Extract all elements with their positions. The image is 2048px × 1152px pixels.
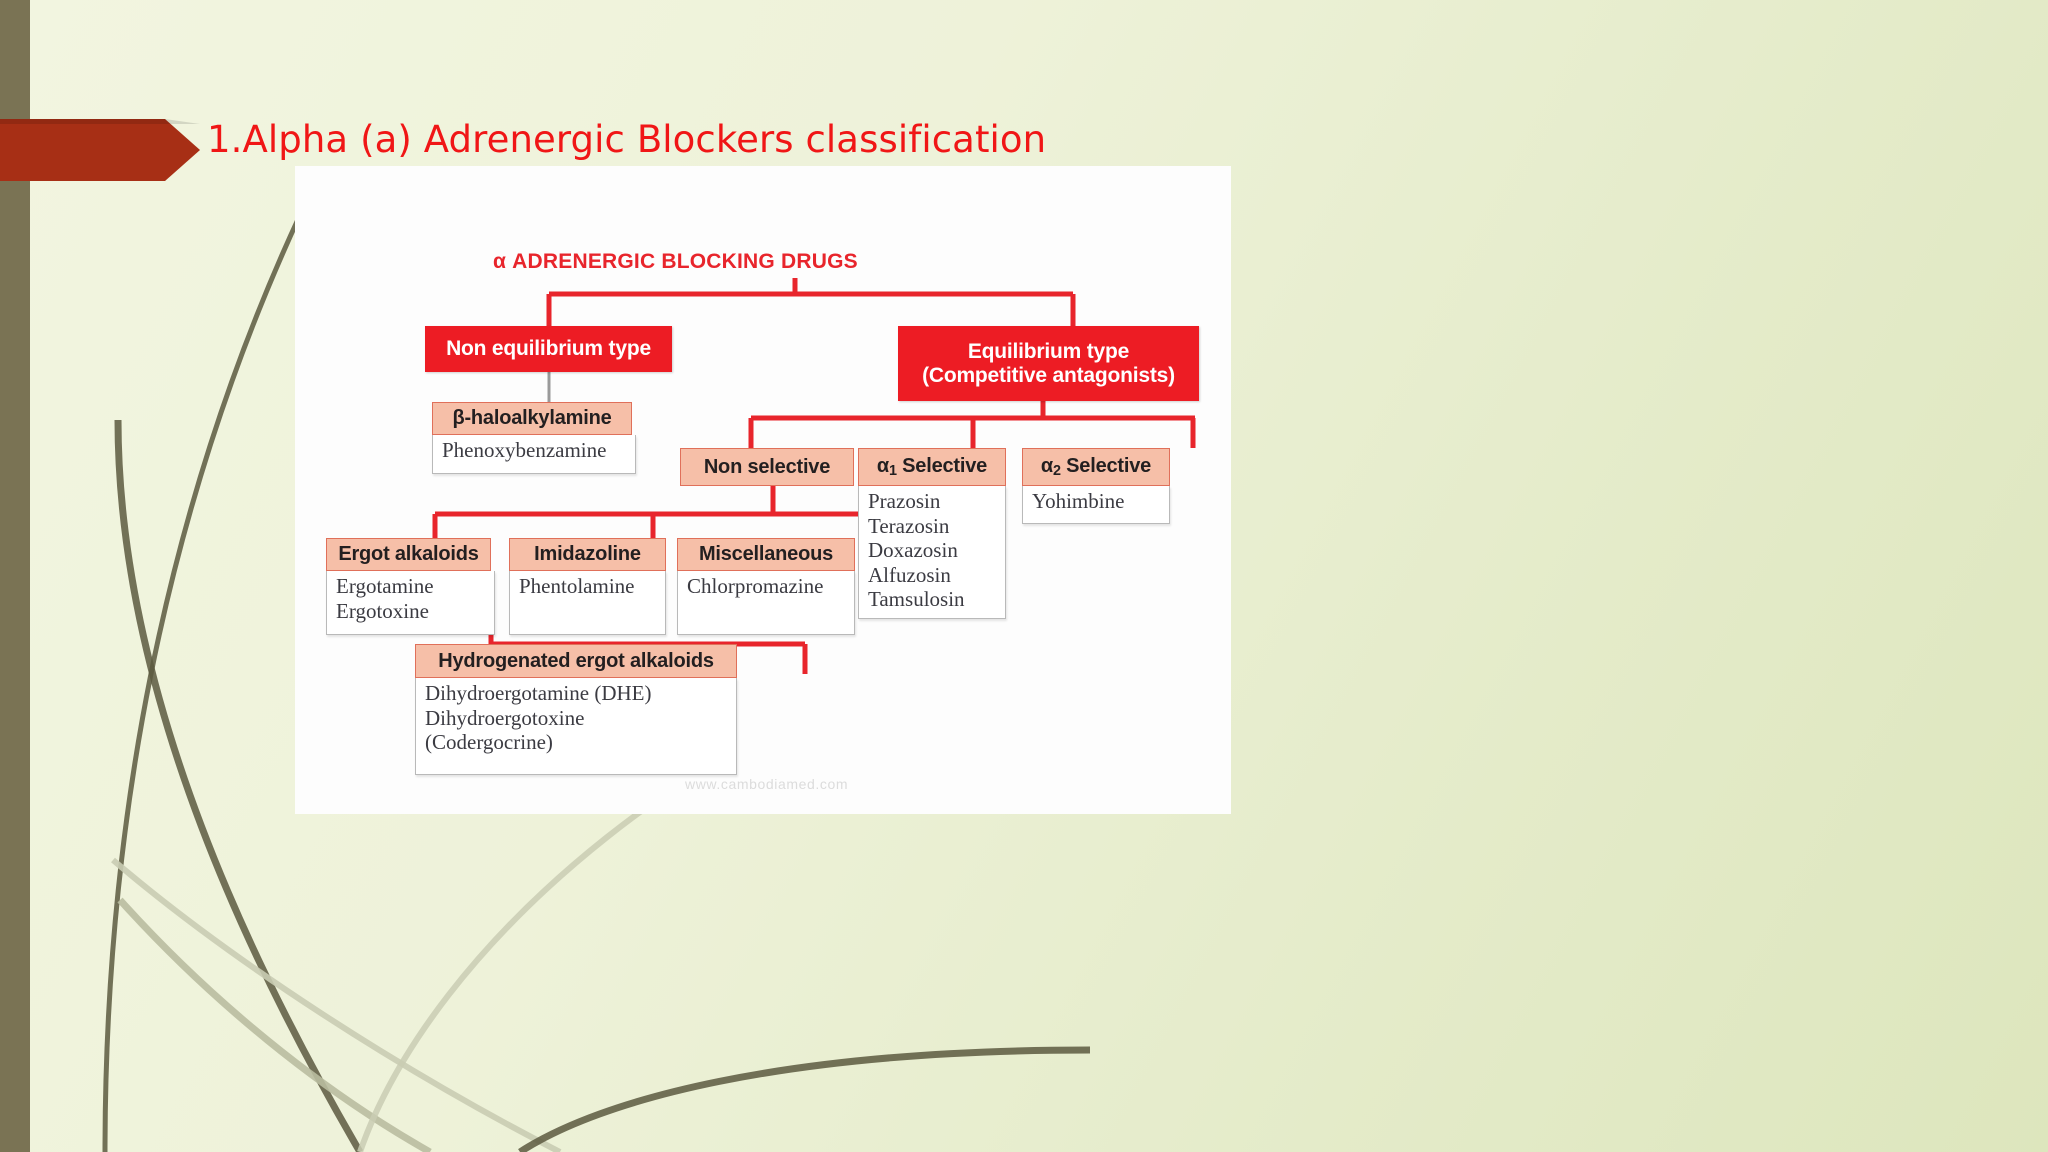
node-haloalkylamine-header: β-haloalkylamine <box>432 402 632 435</box>
title-banner-shadow <box>0 119 200 124</box>
list-item: Phentolamine <box>519 574 635 598</box>
node-imidazoline-header-label: Imidazoline <box>534 543 641 565</box>
page-title: 1.Alpha (a) Adrenergic Blockers classifi… <box>207 118 1047 161</box>
list-item: Dihydroergotoxine <box>425 705 585 730</box>
node-non-selective-header-label: Non selective <box>703 455 831 478</box>
node-alpha1-selective-body: Prazosin Terazosin Doxazosin Alfuzosin T… <box>858 486 1006 619</box>
node-equilibrium-type-line2: (Competitive antagonists) <box>922 363 1175 387</box>
list-item: Chlorpromazine <box>687 574 824 598</box>
node-imidazoline-header: Imidazoline <box>509 538 666 571</box>
node-equilibrium-type: Equilibrium type (Competitive antagonist… <box>898 326 1199 401</box>
node-miscellaneous-header-label: Miscellaneous <box>698 543 834 565</box>
node-hydrogenated-ergot-header: Hydrogenated ergot alkaloids <box>415 644 737 678</box>
node-imidazoline-body: Phentolamine <box>509 571 666 635</box>
list-item: Terazosin <box>868 513 950 538</box>
node-ergot-alkaloids-header-label: Ergot alkaloids <box>338 543 479 565</box>
list-item: Ergotamine <box>336 574 434 598</box>
node-miscellaneous-body: Chlorpromazine <box>677 571 855 635</box>
selective-text: Selective <box>896 454 988 477</box>
node-alpha2-selective-header-label: α2 Selective <box>1041 455 1151 479</box>
alpha-glyph: α <box>876 454 889 477</box>
node-alpha1-selective-header: α1 Selective <box>858 448 1006 486</box>
node-non-equilibrium-type: Non equilibrium type <box>425 326 672 372</box>
alpha-subscript: 1 <box>889 463 897 480</box>
node-non-equilibrium-type-label: Non equilibrium type <box>446 337 651 361</box>
node-hydrogenated-ergot-body: Dihydroergotamine (DHE) Dihydroergotoxin… <box>415 678 737 775</box>
list-item: Doxazosin <box>868 538 958 563</box>
node-ergot-alkaloids-body: Ergotamine Ergotoxine <box>326 571 495 635</box>
node-miscellaneous-header: Miscellaneous <box>677 538 855 571</box>
list-item: Prazosin <box>868 489 941 513</box>
list-item: Dihydroergotamine (DHE) <box>425 681 652 705</box>
left-accent-bar <box>0 0 30 1152</box>
alpha-subscript: 2 <box>1053 463 1061 480</box>
node-alpha2-selective-header: α2 Selective <box>1022 448 1170 486</box>
title-banner-arrow <box>0 119 200 181</box>
watermark: www.cambodiamed.com <box>685 776 849 792</box>
list-item: Ergotoxine <box>336 598 429 623</box>
selective-text: Selective <box>1060 454 1152 477</box>
alpha-glyph: α <box>1040 454 1053 477</box>
node-alpha2-selective-body: Yohimbine <box>1022 486 1170 524</box>
node-haloalkylamine-header-label: β-haloalkylamine <box>452 407 612 429</box>
list-item: Yohimbine <box>1032 489 1125 513</box>
node-haloalkylamine-body: Phenoxybenzamine <box>432 435 636 474</box>
node-equilibrium-type-line1: Equilibrium type <box>967 339 1130 363</box>
diagram-canvas: α ADRENERGIC BLOCKING DRUGS Non equilibr… <box>295 166 1231 814</box>
node-ergot-alkaloids-header: Ergot alkaloids <box>326 538 491 571</box>
list-item: Alfuzosin <box>868 562 951 587</box>
node-alpha1-selective-header-label: α1 Selective <box>877 455 987 479</box>
root-node-label: α ADRENERGIC BLOCKING DRUGS <box>493 250 858 273</box>
list-item: (Codergocrine) <box>425 730 553 755</box>
list-item: Tamsulosin <box>868 587 965 612</box>
node-non-selective-header: Non selective <box>680 448 854 486</box>
node-hydrogenated-ergot-header-label: Hydrogenated ergot alkaloids <box>438 649 714 672</box>
list-item: Phenoxybenzamine <box>442 438 607 462</box>
